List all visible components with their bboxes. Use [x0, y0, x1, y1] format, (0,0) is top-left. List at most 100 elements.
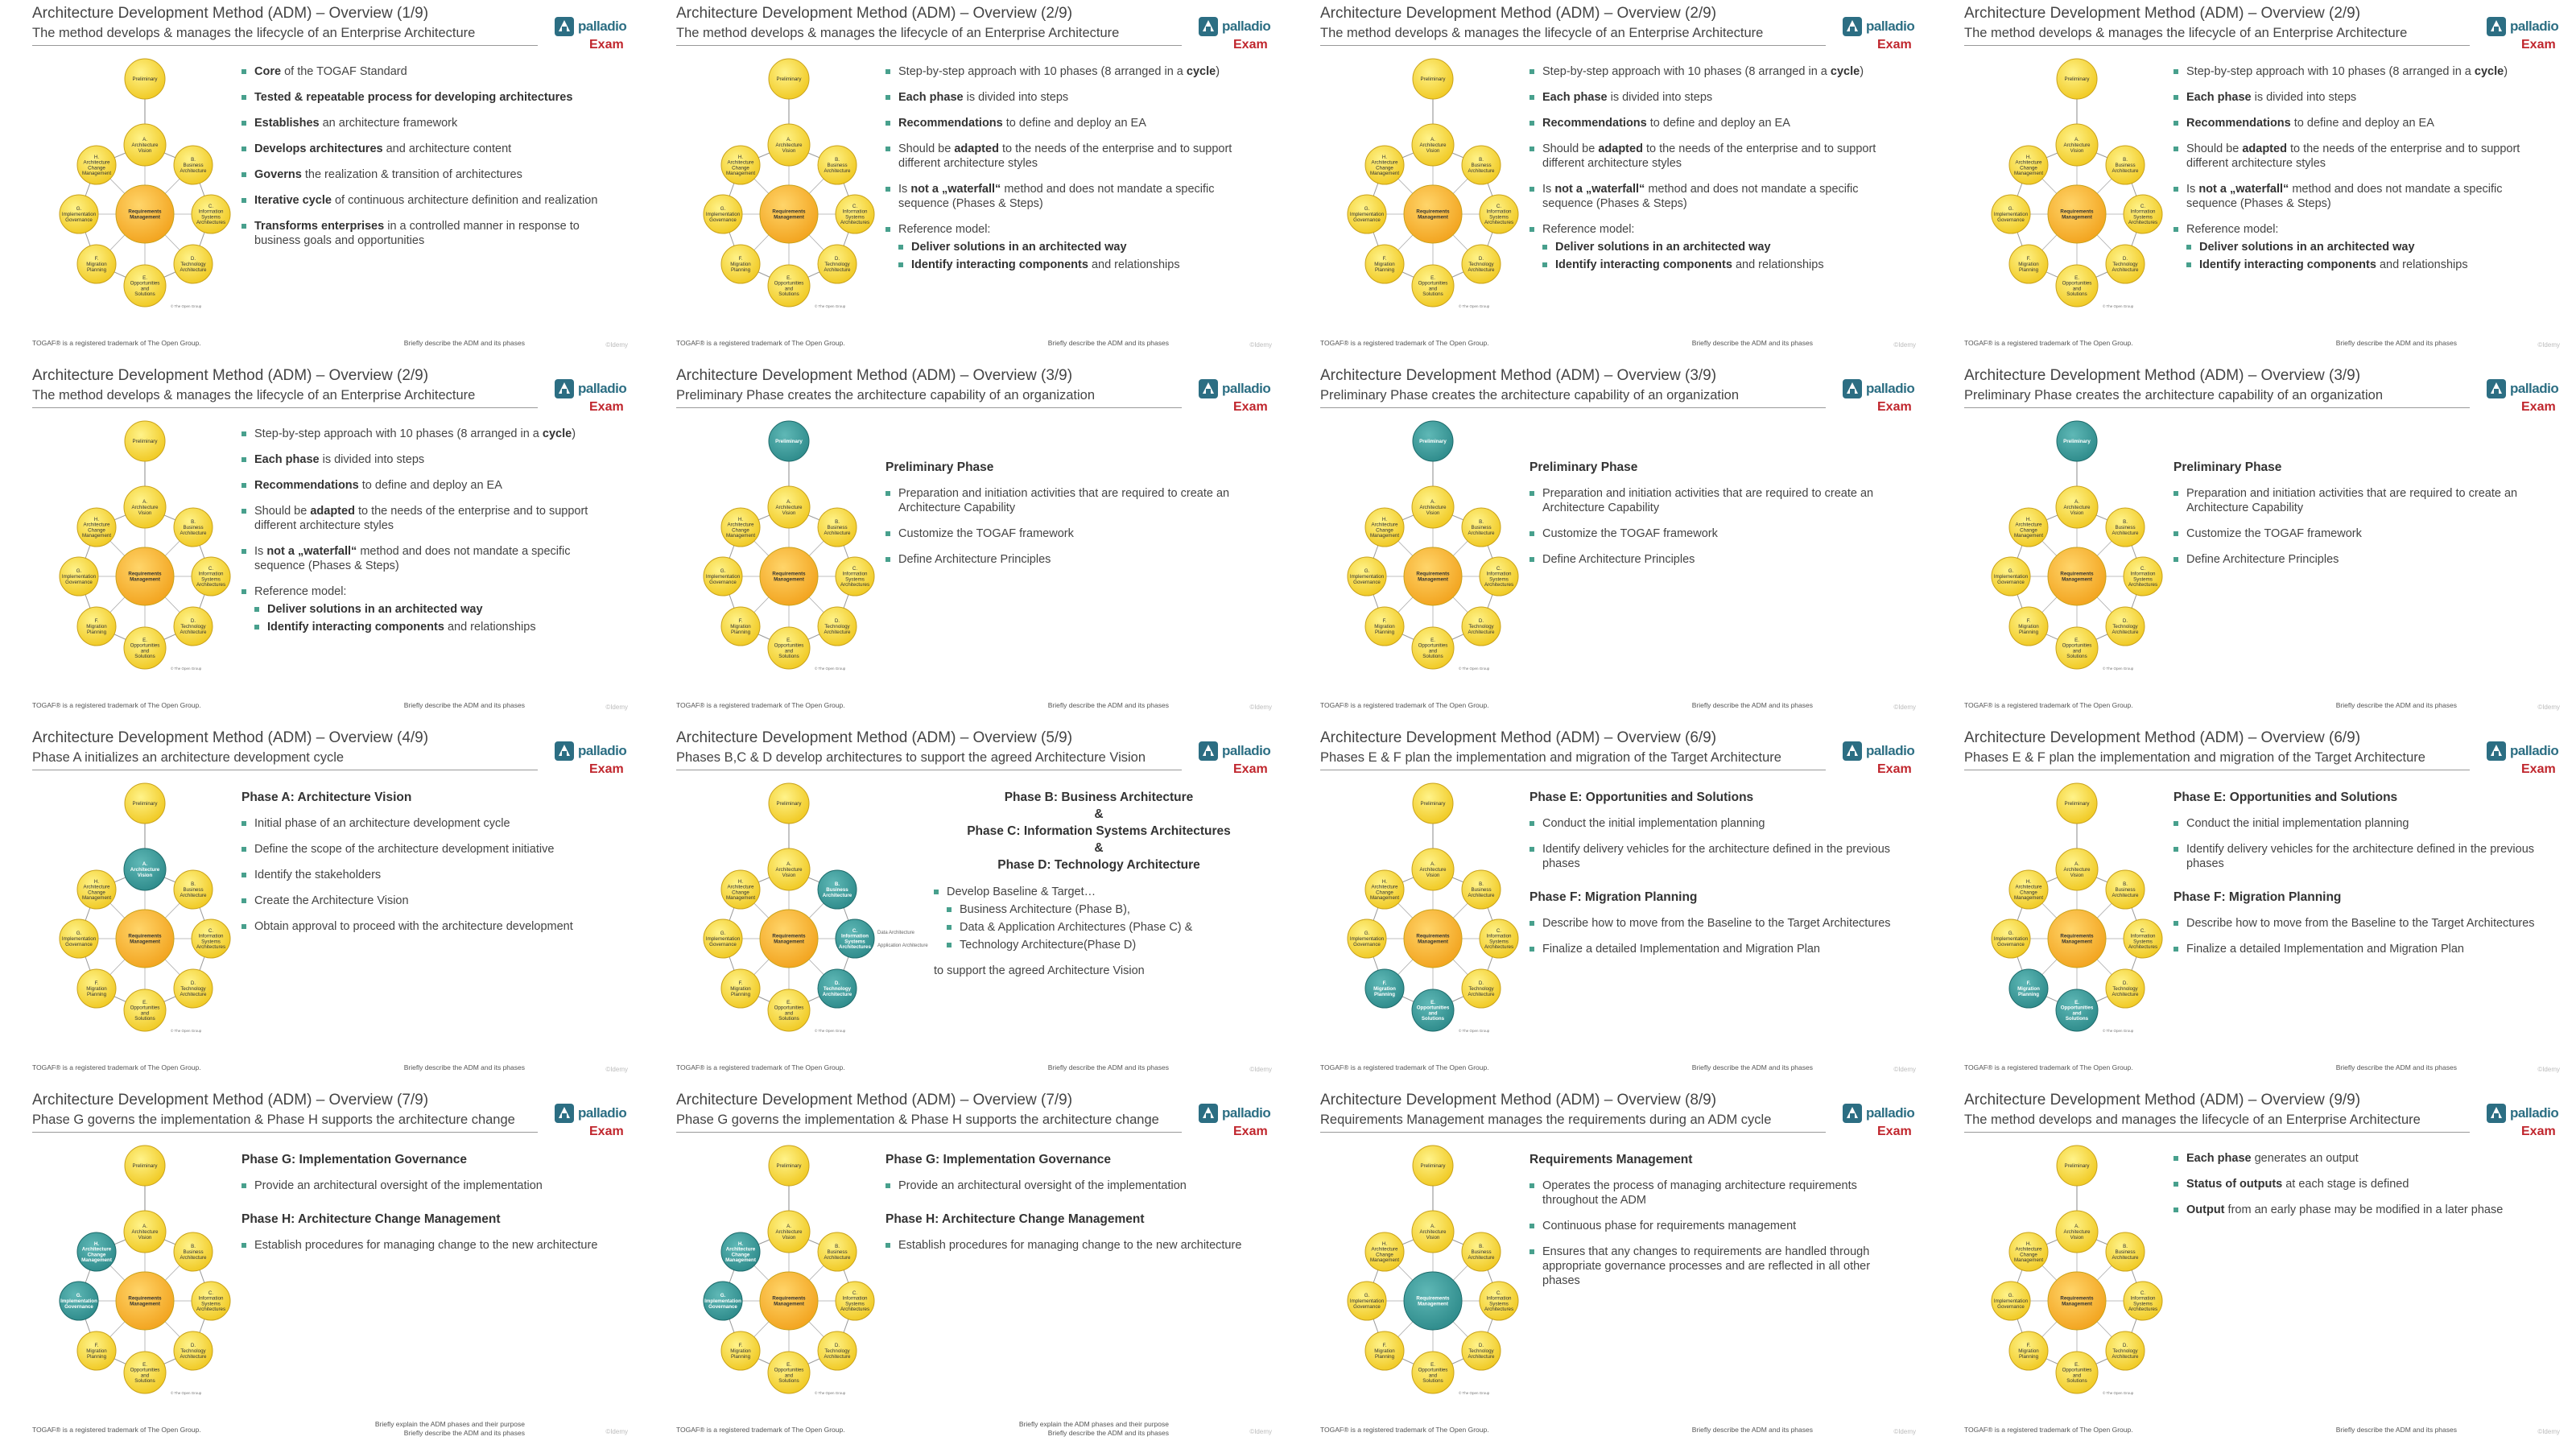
phase-center-node: [115, 909, 175, 968]
phase-c-label: C.: [2140, 1290, 2145, 1296]
slide-thumbnail[interactable]: Architecture Development Method (ADM) – …: [644, 362, 1280, 716]
title-rule: [1320, 1132, 1826, 1133]
title-rule: [676, 407, 1182, 408]
phase-g-label: Implementation: [1350, 574, 1385, 580]
bullet-bold: Output: [2186, 1203, 2225, 1216]
phase-d-label: D.: [2123, 256, 2128, 262]
footer-objective: Briefly describe the ADM and its phases: [2335, 1426, 2457, 1434]
phase-heading: Phase E: Opportunities and Solutions: [2174, 791, 2398, 804]
phase-d-label: Architecture: [2112, 1354, 2139, 1360]
slide-thumbnail[interactable]: Architecture Development Method (ADM) – …: [1932, 724, 2568, 1079]
phase-h-label: H.: [1382, 879, 1387, 885]
phase-e-label: Solutions: [778, 1378, 799, 1384]
phase-d-label: D.: [191, 618, 196, 624]
slide-thumbnail[interactable]: Architecture Development Method (ADM) – …: [1288, 362, 1924, 716]
slide-thumbnail[interactable]: Architecture Development Method (ADM) – …: [0, 0, 636, 354]
slide-thumbnail[interactable]: Architecture Development Method (ADM) – …: [644, 0, 1280, 354]
phase-f-label: Migration: [730, 624, 751, 630]
bullet-text: to define and deploy an EA: [1002, 117, 1146, 130]
phase-h-label: Management: [2014, 533, 2043, 539]
slide-thumbnail[interactable]: Architecture Development Method (ADM) – …: [0, 1087, 636, 1441]
phase-e-label: E.: [786, 1000, 791, 1005]
bullet-item: Each phase is divided into steps: [1530, 90, 1908, 105]
bullet-text: from an early phase may be modified in a…: [2224, 1203, 2504, 1216]
palladio-mark-icon: [1199, 17, 1218, 36]
phase-a-label: Vision: [138, 1235, 152, 1241]
slide-thumbnail[interactable]: Architecture Development Method (ADM) – …: [644, 724, 1280, 1079]
phase-g-label: G.: [76, 931, 82, 936]
bullet-text: Technology Architecture(Phase D): [960, 939, 1137, 952]
phase-c-label: C.: [1496, 1290, 1501, 1296]
bullet-text: Is: [898, 183, 911, 196]
slide-thumbnail[interactable]: Architecture Development Method (ADM) – …: [0, 362, 636, 716]
phase-h-label: Change: [88, 527, 105, 533]
slide-thumbnail[interactable]: Architecture Development Method (ADM) – …: [1932, 0, 2568, 354]
phase-d-label: Technology: [2112, 624, 2138, 630]
phase-h-label: Architecture: [1371, 160, 1398, 166]
phase-c-label: Information: [841, 934, 869, 939]
phase-a-node: [1411, 485, 1455, 529]
phase-c-label: Systems: [201, 576, 221, 582]
phase-a-label: A.: [142, 1224, 147, 1229]
phase-e-label: E.: [142, 1000, 147, 1005]
phase-c-node: [2123, 1281, 2163, 1321]
slide-title: Architecture Development Method (ADM) – …: [32, 5, 429, 22]
bullet-item: Reference model:: [242, 584, 620, 599]
footer-trademark: TOGAF® is a registered trademark of The …: [1964, 339, 2133, 347]
phase-d-label: D.: [191, 1343, 196, 1348]
phase-b-label: B.: [1479, 881, 1484, 887]
closing-text: to support the agreed Architecture Visio…: [934, 964, 1145, 977]
slide-thumbnail[interactable]: Architecture Development Method (ADM) – …: [1932, 1087, 2568, 1441]
phase-e-label: E.: [786, 275, 791, 281]
phase-g-label: Governance: [1997, 580, 2025, 585]
phase-e-label: Solutions: [2066, 654, 2087, 659]
phase-f-label: Planning: [2019, 267, 2039, 273]
phase-e-node: [123, 1351, 167, 1394]
phase-center-label: Management: [130, 214, 160, 220]
phase-b-label: B.: [835, 881, 840, 887]
slide-thumbnail[interactable]: Architecture Development Method (ADM) – …: [1288, 0, 1924, 354]
phase-f-label: Migration: [730, 986, 751, 992]
phase-center-node: [1403, 547, 1463, 606]
phase-h-label: H.: [94, 1241, 99, 1247]
bullet-text: Describe how to move from the Baseline t…: [2186, 917, 2535, 930]
phase-heading: Phase H: Architecture Change Management: [886, 1212, 1145, 1226]
phase-h-node: [2008, 1232, 2049, 1272]
phase-e-label: and: [2072, 1010, 2081, 1016]
phase-e-label: Solutions: [134, 291, 155, 297]
phase-d-label: Technology: [1468, 1348, 1494, 1354]
page-marker: ©Idemy: [605, 1066, 628, 1073]
bullet-bold: Iterative cycle: [254, 194, 332, 207]
phase-b-label: B.: [191, 1244, 196, 1249]
phase-f-label: F.: [1383, 618, 1387, 624]
phase-h-label: Change: [2020, 527, 2037, 533]
sub-bullet-item: Deliver solutions in an architected way: [2186, 240, 2552, 254]
logo-tag: Exam: [589, 38, 624, 52]
phase-d-label: Architecture: [1468, 1354, 1495, 1360]
phase-heading: Preliminary Phase: [1530, 460, 1638, 474]
phase-e-label: Solutions: [2066, 1016, 2089, 1022]
phase-b-node: [1461, 869, 1501, 910]
bullet-bold: Recommendations: [898, 117, 1003, 130]
bullet-item: Recommendations to define and deploy an …: [886, 116, 1264, 130]
phase-a-label: Architecture: [2063, 505, 2091, 510]
slide-thumbnail[interactable]: Architecture Development Method (ADM) – …: [1288, 724, 1924, 1079]
slide-thumbnail[interactable]: Architecture Development Method (ADM) – …: [0, 724, 636, 1079]
bullet-bold: adapted: [954, 142, 999, 155]
bullet-text: Preparation and initiation activities th…: [898, 487, 1230, 514]
phase-a-label: Vision: [2070, 1235, 2084, 1241]
slide-thumbnail[interactable]: Architecture Development Method (ADM) – …: [644, 1087, 1280, 1441]
phase-b-label: Architecture: [1468, 1255, 1495, 1261]
logo-word: palladio: [1222, 743, 1271, 758]
phase-h-label: Change: [88, 165, 105, 171]
phase-h-label: H.: [1382, 1241, 1387, 1247]
copyright-note: © The Open Group: [171, 666, 202, 671]
phase-center-label: Requirements: [1416, 1296, 1450, 1302]
bullet-bold: Each phase: [254, 453, 320, 466]
slide-thumbnail[interactable]: Architecture Development Method (ADM) – …: [1932, 362, 2568, 716]
phase-h-label: Management: [725, 1257, 756, 1263]
slide-thumbnail[interactable]: Architecture Development Method (ADM) – …: [1288, 1087, 1924, 1441]
bullet-text: is divided into steps: [1607, 91, 1713, 104]
